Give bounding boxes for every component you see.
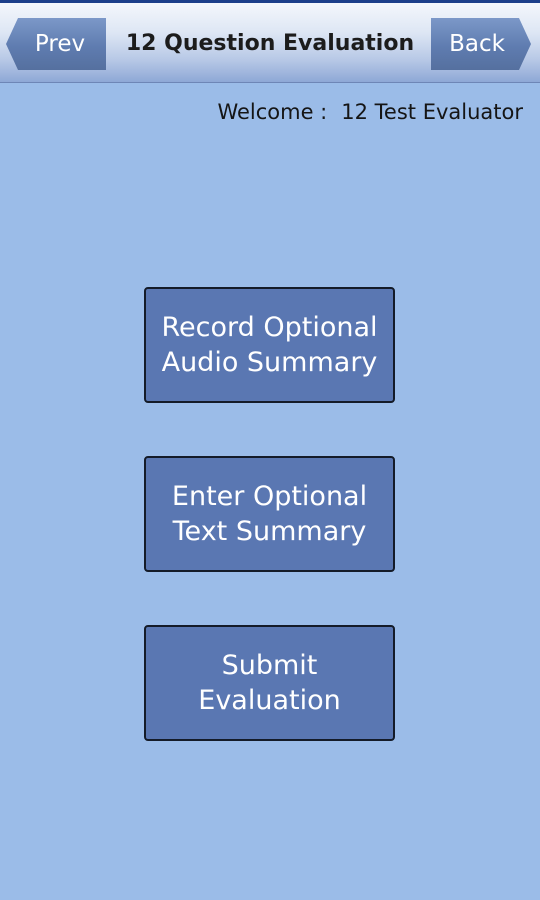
- back-button[interactable]: Back: [431, 18, 531, 70]
- welcome-label: Welcome :: [217, 100, 328, 124]
- record-audio-summary-label-line2: Audio Summary: [161, 347, 378, 378]
- record-audio-summary-label-line1: Record Optional: [161, 312, 378, 343]
- title-bar: Prev 12 Question Evaluation Back: [0, 3, 540, 83]
- submit-evaluation-button[interactable]: Submit Evaluation: [144, 625, 395, 741]
- enter-text-summary-label-line1: Enter Optional: [171, 481, 368, 512]
- prev-button[interactable]: Prev: [6, 18, 106, 70]
- enter-text-summary-button[interactable]: Enter Optional Text Summary: [144, 456, 395, 572]
- welcome-line: Welcome : 12 Test Evaluator: [217, 100, 523, 124]
- submit-evaluation-label-line2: Evaluation: [198, 685, 341, 716]
- submit-evaluation-label-line1: Submit: [221, 650, 318, 681]
- enter-text-summary-label-line2: Text Summary: [172, 516, 367, 547]
- status-strip: [0, 0, 540, 3]
- page-title: 12 Question Evaluation: [125, 31, 415, 56]
- record-audio-summary-button[interactable]: Record Optional Audio Summary: [144, 287, 395, 403]
- welcome-user: 12 Test Evaluator: [341, 100, 523, 124]
